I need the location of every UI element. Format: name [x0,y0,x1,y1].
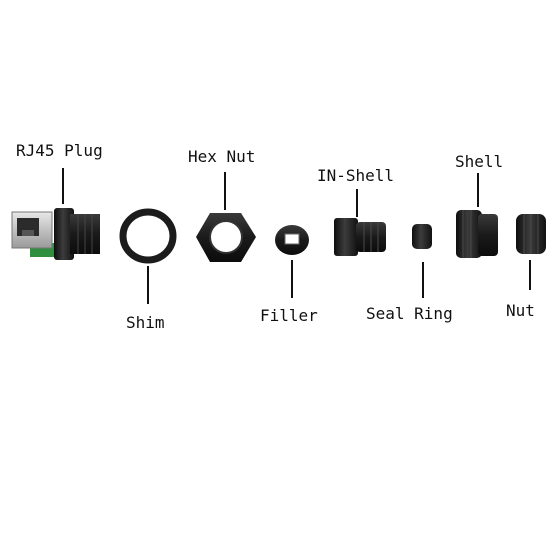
label-shell: Shell [455,152,504,171]
hex-nut-part [196,213,256,262]
rj45-plug-part [11,208,100,260]
leader-shim [147,266,149,304]
seal-ring-part [412,224,432,249]
shell-part [456,210,498,258]
leader-in-shell [356,189,358,217]
seal-ring-body [412,224,432,249]
plug-flange [54,208,74,260]
label-seal-ring: Seal Ring [366,304,453,323]
label-filler: Filler [260,306,318,325]
jack-latch [22,230,34,236]
shim-part [119,208,177,264]
leader-nut [529,260,531,290]
in-shell-flange [334,218,358,256]
leader-shell [477,173,479,207]
filler-cutout [284,233,300,245]
shell-rear [478,214,498,256]
nut-part [516,214,546,254]
shim-ring [119,208,177,264]
hex-nut-hole [209,220,243,254]
label-shim: Shim [126,313,165,332]
leader-filler [291,260,293,298]
filler-part [275,225,309,255]
in-shell-part [334,218,386,256]
leader-seal-ring [422,262,424,298]
label-hex-nut: Hex Nut [188,147,256,166]
leader-rj45-plug [62,168,64,204]
label-rj45-plug: RJ45 Plug [16,141,103,160]
label-nut: Nut [506,301,535,320]
label-in-shell: IN-Shell [317,166,395,185]
leader-hex-nut [224,172,226,210]
